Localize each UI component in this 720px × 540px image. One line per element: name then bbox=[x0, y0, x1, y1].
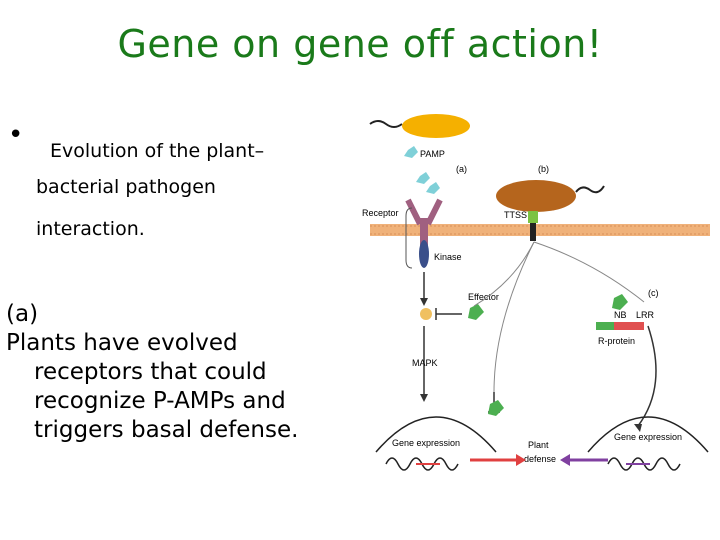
flagellum-a bbox=[369, 120, 403, 128]
cell-membrane bbox=[370, 224, 710, 236]
plant-pathogen-diagram: PAMP (a) Receptor Kinase (b) TTSS Effect… bbox=[362, 114, 710, 471]
bacterium-a bbox=[402, 114, 470, 138]
slide-title: Gene on gene off action! bbox=[117, 22, 603, 66]
paragraph: (a) Plants have evolved receptors that c… bbox=[6, 300, 356, 445]
panel-a-label: (a) bbox=[456, 164, 467, 174]
bacterium-b bbox=[496, 180, 576, 212]
paragraph-line-3: recognize P-AMPs and bbox=[34, 388, 286, 414]
effector-icon-3 bbox=[612, 294, 628, 310]
lrr-domain bbox=[614, 322, 644, 330]
panel-b-label: (b) bbox=[538, 164, 549, 174]
kinase bbox=[419, 240, 429, 268]
paragraph-line-1: Plants have evolved bbox=[6, 330, 238, 356]
mapk-label: MAPK bbox=[412, 358, 438, 368]
gene-expression-left-label: Gene expression bbox=[392, 438, 460, 448]
gene-expression-right-label: Gene expression bbox=[614, 432, 682, 442]
paragraph-label: (a) bbox=[6, 301, 39, 327]
lrr-label: LRR bbox=[636, 310, 655, 320]
paragraph-line-4: triggers basal defense. bbox=[34, 417, 299, 443]
bullet-line-1: Evolution of the plant– bbox=[50, 140, 265, 162]
ttss-label: TTSS bbox=[504, 210, 527, 220]
effector-label: Effector bbox=[468, 292, 499, 302]
nb-label: NB bbox=[614, 310, 627, 320]
receptor-bracket bbox=[405, 207, 413, 269]
bullet-line-2: bacterial pathogen bbox=[36, 176, 216, 198]
paragraph-line-2: receptors that could bbox=[34, 359, 267, 385]
plant-label: Plant bbox=[528, 440, 549, 450]
pamp-icon-3 bbox=[426, 182, 440, 194]
panel-c-label: (c) bbox=[648, 288, 659, 298]
receptor-label: Receptor bbox=[362, 208, 399, 218]
effector-icon-2 bbox=[488, 400, 504, 416]
defense-label: defense bbox=[524, 454, 556, 464]
mapk-icon bbox=[420, 308, 432, 320]
kinase-label: Kinase bbox=[434, 252, 462, 262]
pamp-icon-2 bbox=[416, 172, 430, 184]
effector-icon bbox=[468, 304, 484, 320]
r-protein-label: R-protein bbox=[598, 336, 635, 346]
nb-domain bbox=[596, 322, 614, 330]
nucleus-left bbox=[375, 416, 497, 453]
nucleus-right bbox=[587, 416, 709, 453]
flagellum-b bbox=[575, 185, 605, 194]
bullet-line-3: interaction. bbox=[36, 218, 145, 240]
receptor bbox=[405, 198, 443, 226]
bullet-dot: • bbox=[8, 120, 24, 150]
pamp-icon bbox=[404, 146, 418, 158]
pamp-label: PAMP bbox=[420, 149, 445, 159]
ttss bbox=[528, 211, 538, 223]
